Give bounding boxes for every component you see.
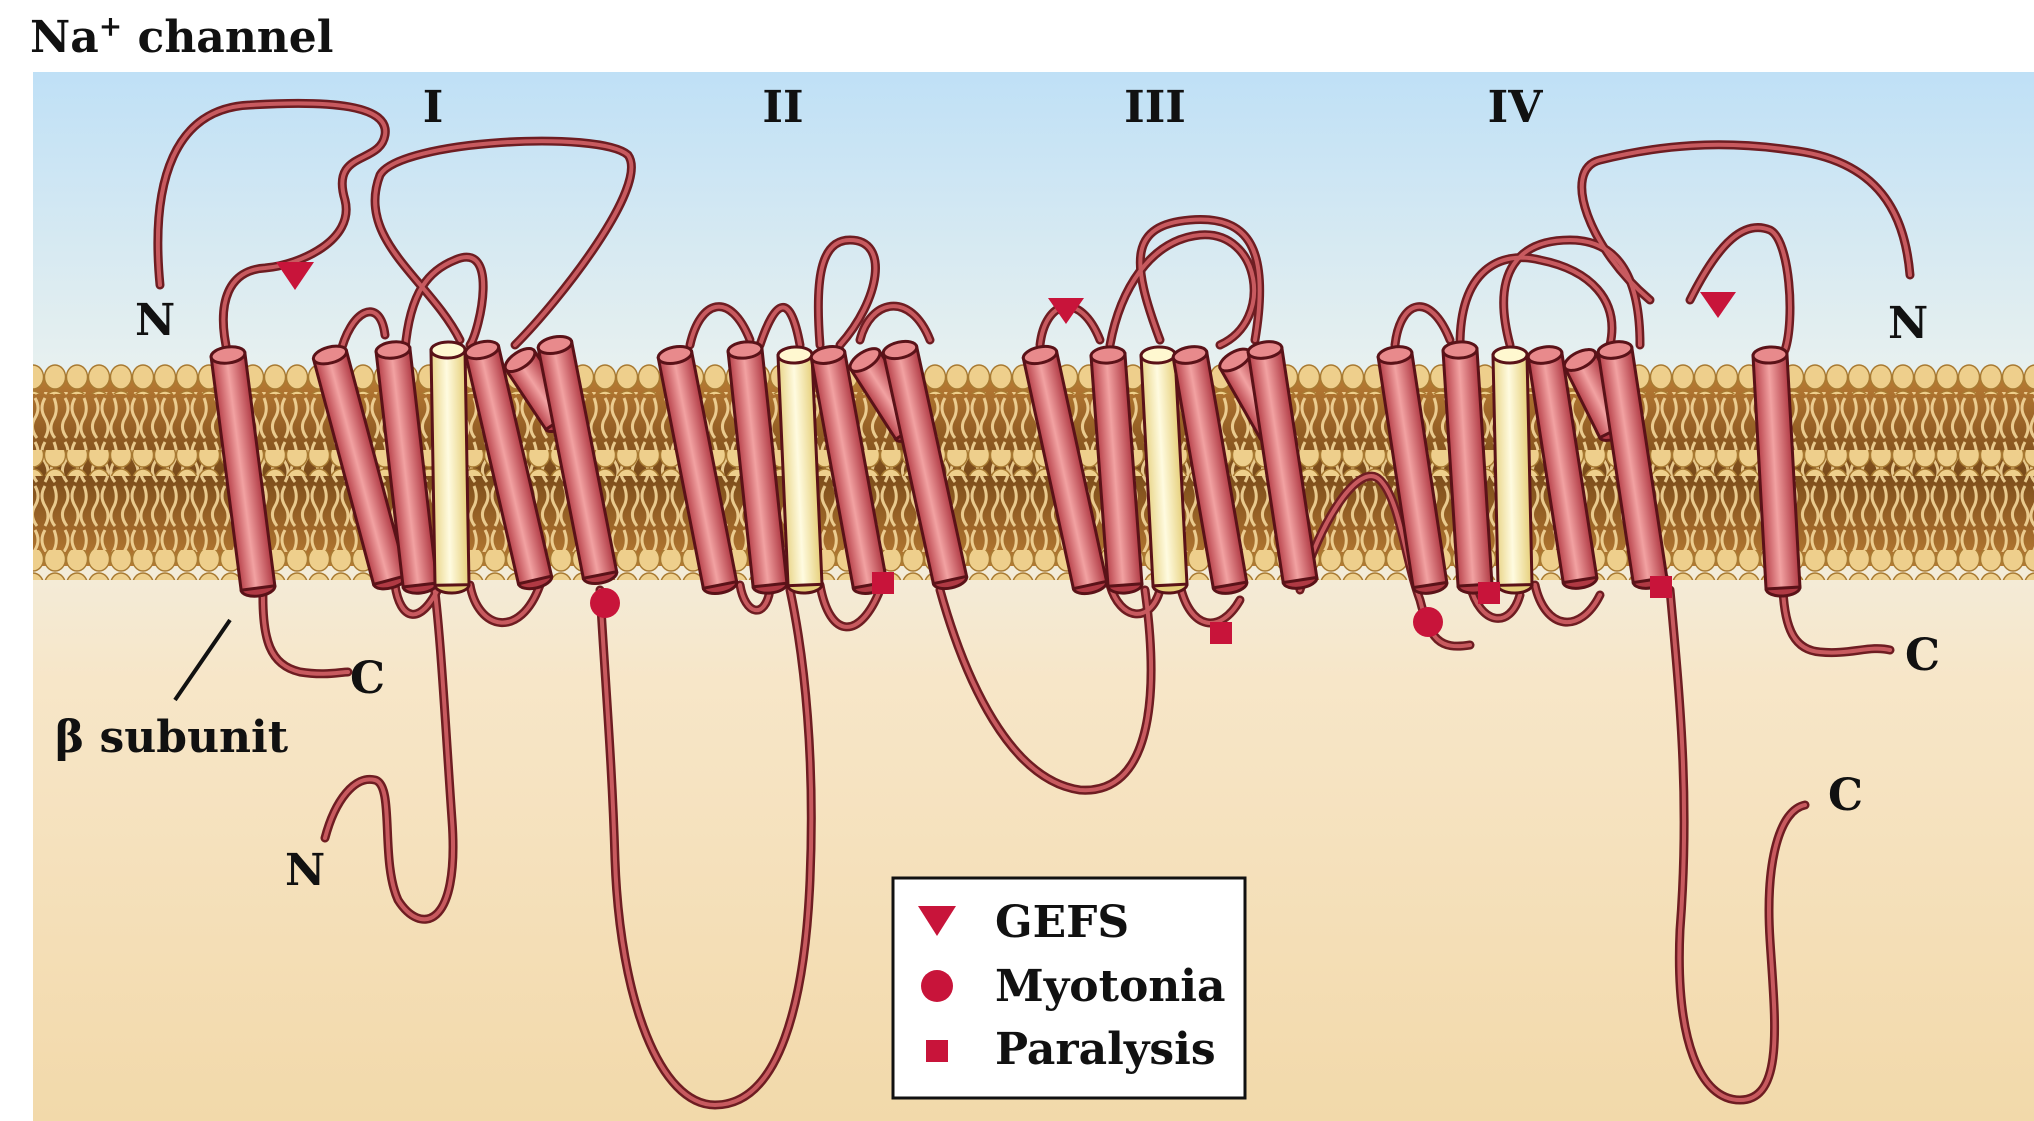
legend: GEFS Myotonia Paralysis: [893, 878, 1245, 1098]
n-terminus-beta-1: N: [135, 295, 175, 346]
c-terminus-beta-1: C: [350, 653, 385, 704]
paralysis-marker-4: [1650, 576, 1672, 598]
paralysis-marker-2: [1210, 622, 1232, 644]
c-terminus-beta-2: C: [1905, 630, 1940, 681]
legend-label-paralysis: Paralysis: [995, 1024, 1216, 1075]
domain-label-iv: IV: [1488, 82, 1544, 133]
legend-label-gefs: GEFS: [995, 897, 1129, 948]
myotonia-marker-1: [590, 588, 620, 618]
domain-label-ii: II: [762, 82, 803, 133]
c-terminus-alpha: C: [1828, 770, 1863, 821]
legend-square-icon: [926, 1040, 948, 1062]
n-terminus-beta-2: N: [1888, 298, 1928, 349]
domain-label-i: I: [423, 82, 444, 133]
d4-s5-pore: [1493, 347, 1532, 594]
domain-label-iii: III: [1124, 82, 1186, 133]
myotonia-marker-2: [1413, 607, 1443, 637]
d1-s5-pore: [431, 342, 469, 594]
paralysis-marker-3: [1478, 582, 1500, 604]
n-terminus-alpha: N: [285, 845, 325, 896]
paralysis-marker-1: [872, 572, 894, 594]
diagram-title: Na+ channel: [30, 10, 334, 63]
beta-subunit-label: β subunit: [55, 712, 289, 763]
legend-label-myotonia: Myotonia: [995, 961, 1226, 1012]
legend-circle-icon: [921, 970, 953, 1002]
